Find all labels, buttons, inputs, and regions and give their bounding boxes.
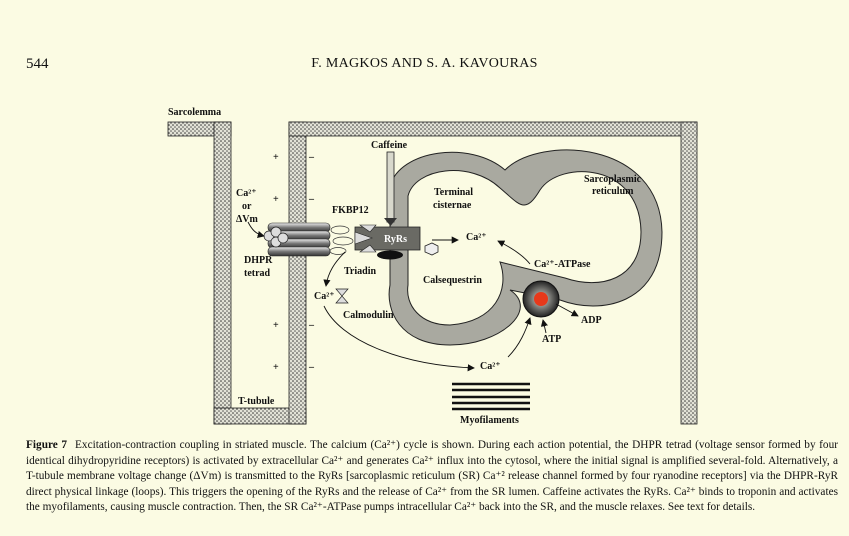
label-myofilaments: Myofilaments <box>460 415 519 426</box>
ryr-complex <box>354 224 421 260</box>
label-calmodulin: Calmodulin <box>343 310 394 321</box>
label-ryrs: RyRs <box>384 234 407 245</box>
label-ca-input: Ca²⁺ <box>236 188 257 199</box>
label-adp: ADP <box>581 315 602 326</box>
charge-plus: + <box>273 152 279 163</box>
label-ca-cytosol: Ca²⁺ <box>314 291 335 302</box>
charge-plus: + <box>273 320 279 331</box>
running-head: F. MAGKOS AND S. A. KAVOURAS <box>311 56 538 71</box>
charge-plus: + <box>273 362 279 373</box>
sarcolemma-membrane <box>167 121 698 425</box>
label-dhpr: DHPR <box>244 255 273 266</box>
label-t-tubule: T-tubule <box>238 396 275 407</box>
dhpr-ryr-loops <box>329 225 354 255</box>
arrows <box>247 221 579 372</box>
label-calsequestrin: Calsequestrin <box>423 275 482 286</box>
ca-atpase-pump <box>522 280 560 318</box>
calsequestrin-shape <box>424 242 439 256</box>
figure-label: Figure 7 <box>26 439 68 451</box>
calmodulin-shape <box>335 288 349 304</box>
label-delta-vm: ΔVm <box>236 214 258 225</box>
label-sarcolemma: Sarcolemma <box>168 107 221 118</box>
dhpr-tetrad <box>263 222 331 257</box>
charge-minus: – <box>308 194 315 205</box>
myofilaments <box>452 382 530 411</box>
sarcoplasmic-reticulum <box>388 149 663 346</box>
label-sarcoplasmic: Sarcoplasmic <box>584 174 642 185</box>
charge-minus: – <box>308 152 315 163</box>
charge-plus: + <box>273 194 279 205</box>
label-caffeine: Caffeine <box>371 140 408 151</box>
page-number: 544 <box>26 56 49 72</box>
label-triadin: Triadin <box>344 266 376 277</box>
label-cisternae: cisternae <box>433 200 472 211</box>
caffeine-channel <box>384 151 397 226</box>
label-atp: ATP <box>542 334 561 345</box>
label-terminal: Terminal <box>434 187 473 198</box>
label-ca-lumen: Ca²⁺ <box>466 232 487 243</box>
label-ca-myofilaments: Ca²⁺ <box>480 361 501 372</box>
caption-text: Excitation-contraction coupling in stria… <box>26 439 838 514</box>
charge-minus: – <box>308 362 315 373</box>
label-reticulum: reticulum <box>592 186 634 197</box>
label-or: or <box>242 201 252 212</box>
label-fkbp12: FKBP12 <box>332 205 369 216</box>
charge-minus: – <box>308 320 315 331</box>
label-tetrad: tetrad <box>244 268 271 279</box>
ec-coupling-figure: Sarcolemma Caffeine Terminal cisternae S… <box>167 107 698 426</box>
label-ca-atpase: Ca²⁺-ATPase <box>534 259 591 270</box>
